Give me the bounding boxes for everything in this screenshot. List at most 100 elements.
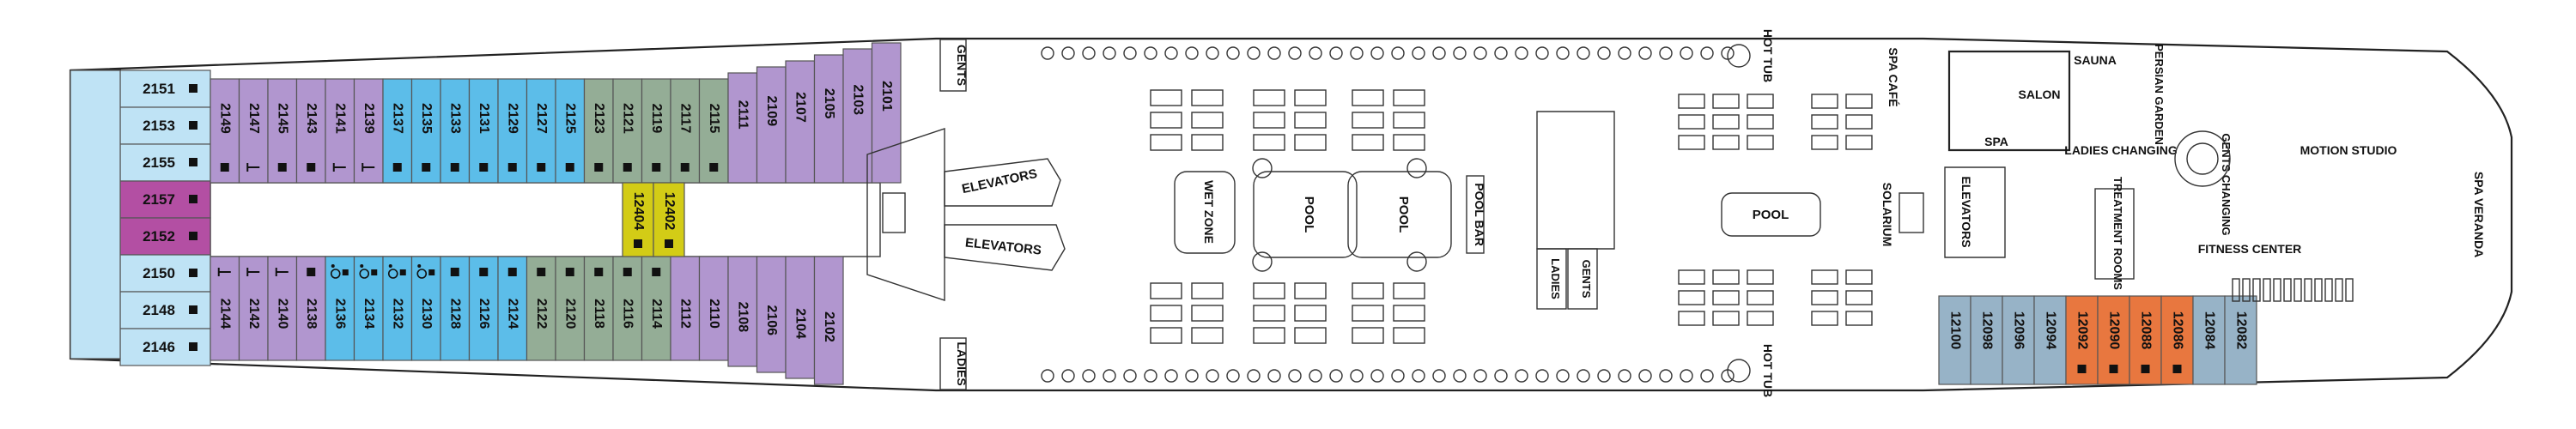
cabin[interactable]: 12404 [622,182,654,257]
table [1535,46,1549,60]
cabin[interactable]: 2117 [670,78,701,184]
cabin[interactable]: 2104 [785,256,816,379]
table [1412,369,1425,383]
cabin[interactable]: 2114 [641,256,671,361]
cabin[interactable]: 2128 [440,256,471,361]
cabin[interactable]: 2147 [238,78,269,184]
cabin[interactable]: 12084 [2192,295,2226,385]
table [1123,369,1137,383]
lounge-chair [1191,327,1224,344]
table [1453,46,1467,60]
cabin[interactable]: 2127 [526,78,556,184]
cabin[interactable]: 2112 [670,256,701,361]
cabin-number: 2120 [563,299,578,329]
cabin[interactable]: 2149 [210,78,240,184]
cabin[interactable]: 2116 [612,256,643,361]
lounge-chair [1150,134,1182,151]
cabin[interactable]: 2141 [325,78,355,184]
cabin[interactable]: 2138 [295,256,326,361]
cabin[interactable]: 2140 [267,256,298,361]
persian-garden-feature-inner [2186,142,2219,175]
table [1473,369,1487,383]
table [1412,46,1425,60]
lounge-chair [1845,114,1873,130]
cabin[interactable]: 2107 [785,60,816,184]
cabin[interactable]: 2152 [119,217,211,256]
cabin[interactable]: 12094 [2033,295,2067,385]
cabin[interactable]: 12090 [2097,295,2130,385]
cabin[interactable]: 2131 [468,78,499,184]
lounge-chair [1150,305,1182,322]
table [1164,46,1178,60]
lounge-chair [2252,278,2261,302]
cabin[interactable]: 2126 [468,256,499,361]
cabin-number: 2110 [707,299,721,329]
cabin[interactable]: 12096 [2002,295,2035,385]
cabin[interactable]: 2133 [440,78,471,184]
treatment-rooms-label: TREATMENT ROOMS [2111,177,2124,290]
cabin[interactable]: 2151 [119,69,211,108]
cabin[interactable]: 2124 [497,256,528,361]
cabin[interactable]: 2153 [119,106,211,145]
square-icon [392,163,402,172]
cabin[interactable]: 2102 [813,256,844,385]
cabin[interactable]: 2101 [871,42,902,184]
cabin[interactable]: 2137 [382,78,413,184]
mid-bar-structure [1536,111,1615,250]
cabin[interactable]: 12088 [2129,295,2162,385]
lounge-chair [1678,311,1705,326]
cabin[interactable]: 12082 [2224,295,2257,385]
cabin[interactable]: 12402 [653,182,685,257]
cabin[interactable]: 2129 [497,78,528,184]
cabin[interactable]: 2142 [238,256,269,361]
cabin-number: 2125 [563,103,578,134]
cabin-number: 2137 [391,103,405,134]
lounge-chair [1294,327,1327,344]
cabin[interactable]: 12086 [2160,295,2194,385]
cabin[interactable]: 2125 [555,78,586,184]
table [1577,46,1590,60]
cabin-box [2192,295,2226,385]
cabin[interactable]: 2106 [756,256,787,373]
cabin-number: 2103 [851,84,866,115]
cabin[interactable]: 2130 [410,256,441,361]
cabin[interactable]: 2134 [353,256,384,361]
cabin[interactable]: 2144 [210,256,240,361]
cabin[interactable]: 2122 [526,256,556,361]
cabin[interactable]: 2110 [698,256,729,361]
lounge-chair [1150,112,1182,129]
cabin[interactable]: 2157 [119,180,211,219]
lounge-chair [1712,269,1740,285]
cabin[interactable]: 2143 [295,78,326,184]
table [1391,46,1405,60]
cabin[interactable]: 2132 [382,256,413,361]
cabin[interactable]: 2108 [727,256,758,367]
cabin[interactable]: 2136 [325,256,355,361]
lounge-chair [1747,269,1774,285]
cabin[interactable]: 2146 [119,328,211,366]
cabin[interactable]: 2109 [756,66,787,184]
cabin[interactable]: 2148 [119,291,211,329]
cabin[interactable]: 12098 [1970,295,2003,385]
cabin[interactable]: 2123 [583,78,614,184]
cabin[interactable]: 2111 [727,72,758,184]
cabin[interactable]: 2145 [267,78,298,184]
table [1350,46,1364,60]
cabin[interactable]: 2139 [353,78,384,184]
lounge-chair [1253,282,1285,299]
cabin[interactable]: 2105 [813,54,844,184]
connecting-icon [275,268,289,276]
cabin[interactable]: 2119 [641,78,671,184]
cabin-box [871,42,902,184]
cabin[interactable]: 2135 [410,78,441,184]
cabin[interactable]: 2118 [583,256,614,361]
cabin[interactable]: 12100 [1938,295,1971,385]
cabin[interactable]: 2115 [698,78,729,184]
lounge-chair [1393,112,1425,129]
cabin[interactable]: 2121 [612,78,643,184]
cabin[interactable]: 12092 [2065,295,2099,385]
fitness-center-label: FITNESS CENTER [2198,242,2302,256]
cabin[interactable]: 2120 [555,256,586,361]
cabin[interactable]: 2150 [119,254,211,293]
cabin[interactable]: 2155 [119,143,211,182]
